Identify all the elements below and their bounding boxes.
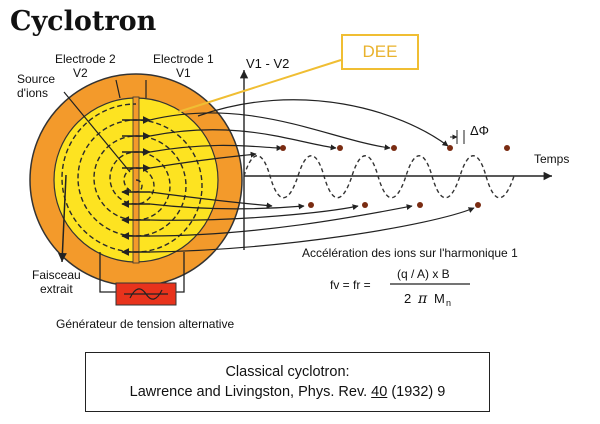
source-label-2: d'ions: [17, 86, 48, 100]
generator-circuit: [99, 252, 185, 293]
v-axis-label: V1 - V2: [246, 56, 289, 71]
rf-waveform: [243, 155, 515, 199]
ac-source-icon: [124, 288, 168, 300]
electrode2-label: Electrode 2: [55, 52, 116, 66]
acceleration-label: Accélération des ions sur l'harmonique 1: [302, 246, 518, 260]
generator-label: Générateur de tension alternative: [56, 317, 234, 331]
dee-callout-line: [177, 59, 342, 113]
electrode1-label: Electrode 1: [153, 52, 214, 66]
caption-line1: Classical cyclotron:: [225, 364, 350, 380]
time-axis-label: Temps: [534, 152, 569, 166]
beam-label-2: extrait: [40, 282, 73, 296]
formula-denominator-m: M: [434, 291, 445, 306]
dee-callout-text: DEE: [362, 42, 398, 61]
v2-label: V2: [73, 66, 88, 80]
phase-lines: [149, 99, 475, 253]
dee-callout: DEE: [341, 34, 419, 70]
beam-label-1: Faisceau: [32, 268, 81, 282]
formula-denominator-sub: n: [446, 298, 451, 308]
caption-citation-post: (1932) 9: [387, 384, 446, 400]
delta-phi-label: ΔΦ: [470, 123, 489, 138]
ion-bunches: [280, 145, 510, 208]
diagram-title: Cyclotron: [10, 6, 157, 37]
gap-arrows: [121, 116, 151, 256]
caption-volume: 40: [371, 384, 388, 400]
formula-lhs: fv = fr =: [330, 278, 371, 292]
delta-phi-marker: [450, 130, 465, 144]
v1-label: V1: [176, 66, 191, 80]
extracted-beam-arrow: [57, 174, 67, 263]
caption-line2: Lawrence and Livingston, Phys. Rev. 40 (…: [86, 382, 489, 402]
source-label-1: Source: [17, 72, 55, 86]
formula-denominator-2: 2: [404, 291, 411, 306]
electrode2-lead: [115, 79, 121, 99]
spiral-trajectory: [61, 103, 203, 253]
caption-citation-pre: Lawrence and Livingston, Phys. Rev.: [129, 384, 372, 400]
formula-numerator: (q / A) x B: [397, 267, 450, 281]
source-pointer: [63, 91, 131, 173]
caption-box: Classical cyclotron: Lawrence and Living…: [85, 352, 490, 412]
formula-denominator-pi: π: [417, 291, 428, 307]
